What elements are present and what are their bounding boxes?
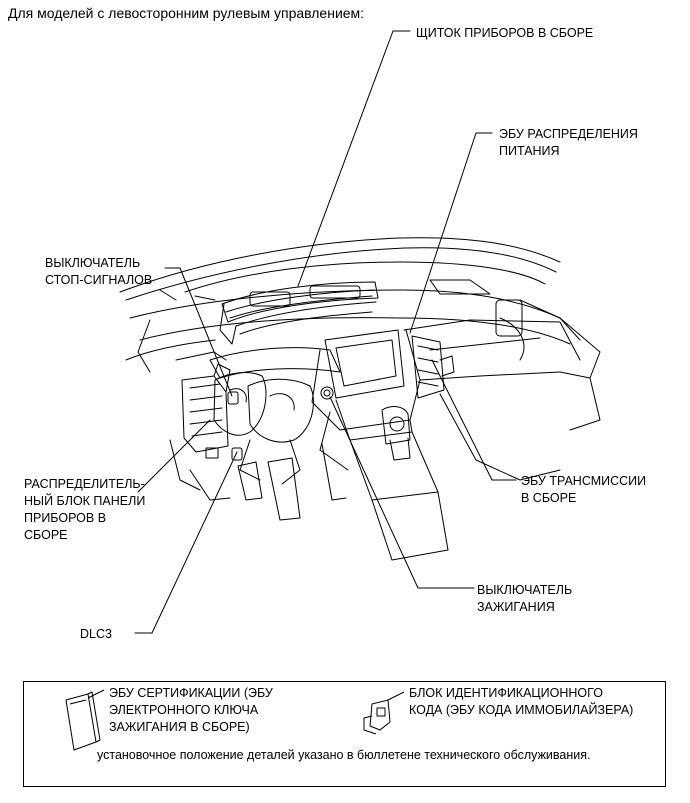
leader-lines <box>134 30 517 634</box>
transmission-ecu-label-line2: В СБОРЕ <box>521 491 577 505</box>
power-ecu-label-line2: ПИТАНИЯ <box>499 144 560 158</box>
center-console <box>311 329 449 561</box>
junction-block-label-line3: ПРИБОРОВ В <box>24 511 107 525</box>
transmission-ecu-shape <box>411 335 455 399</box>
legend-box <box>23 681 666 787</box>
id-code-box-label-line2: КОДА (ЭБУ КОДА ИММОБИЛАЙЗЕРА) <box>409 703 634 717</box>
junction-block-label-line4: СБОРЕ <box>24 528 68 542</box>
dlc3-label: DLC3 <box>80 627 112 641</box>
ignition-switch-label-line1: ВЫКЛЮЧАТЕЛЬ <box>477 583 573 597</box>
steering-column-area <box>209 347 341 485</box>
id-code-box-icon <box>363 691 405 735</box>
junction-block-label-line2: НЫЙ БЛОК ПАНЕЛИ <box>24 494 146 508</box>
pedal-area <box>227 391 347 521</box>
junction-block-shape <box>169 351 231 501</box>
stop-light-switch-label-line2: СТОП-СИГНАЛОВ <box>45 273 153 287</box>
certification-ecu-label-line1: ЭБУ СЕРТИФИКАЦИИ (ЭБУ <box>109 686 273 700</box>
junction-block-label-line1: РАСПРЕДЕЛИТЕЛЬ- <box>24 477 145 491</box>
transmission-ecu-label-line1: ЭБУ ТРАНСМИССИИ <box>521 474 647 488</box>
instrument-cluster-shape <box>219 281 379 345</box>
certification-ecu-label-line2: ЭЛЕКТРОННОГО КЛЮЧА <box>109 703 259 717</box>
passenger-dash <box>403 319 601 481</box>
ignition-switch-label-line2: ЗАЖИГАНИЯ <box>477 600 555 614</box>
certification-ecu-icon <box>65 689 105 751</box>
power-ecu-label-line1: ЭБУ РАСПРЕДЕЛЕНИЯ <box>499 127 638 141</box>
stop-light-switch-label-line1: ВЫКЛЮЧАТЕЛЬ <box>45 256 141 270</box>
id-code-box-label-line1: БЛОК ИДЕНТИФИКАЦИОННОГО <box>409 686 603 700</box>
legend-note: установочное положение деталей указано в… <box>97 748 591 762</box>
ignition-switch-shape <box>320 386 334 400</box>
certification-ecu-label-line3: ЗАЖИГАНИЯ В СБОРЕ) <box>109 720 250 734</box>
page-heading: Для моделей с левосторонним рулевым упра… <box>8 5 365 21</box>
dashboard-outline <box>119 237 601 379</box>
instrument-cluster-label: ЩИТОК ПРИБОРОВ В СБОРЕ <box>416 26 594 40</box>
